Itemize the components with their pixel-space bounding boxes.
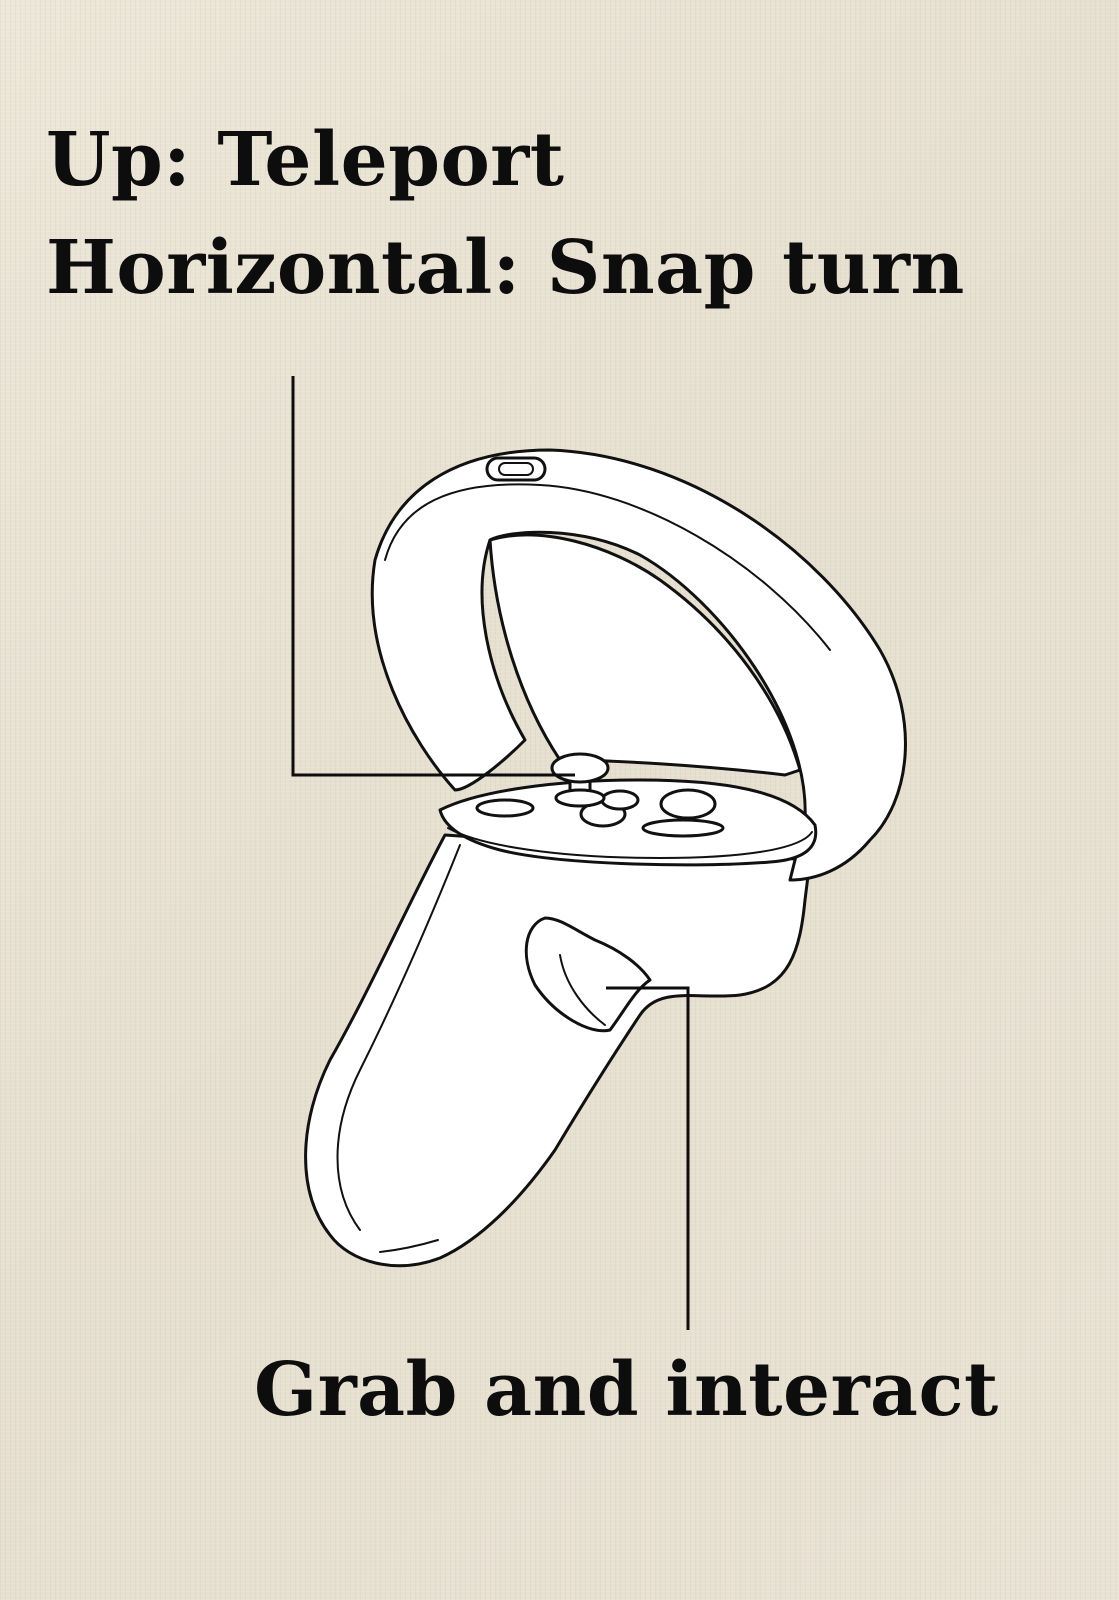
handle-inner-edge (336, 844, 461, 1231)
grip-trigger (524, 916, 652, 1033)
grip-callout-line (606, 986, 690, 1330)
thumbstick-cap (550, 752, 610, 784)
handle-bottom-seam (379, 1239, 439, 1253)
ring-inner-rim (384, 483, 831, 651)
controller-handle (304, 833, 812, 1268)
button-flat-right (641, 818, 725, 838)
face-plate-rim (447, 827, 813, 859)
button-mid (600, 789, 640, 811)
button-b (659, 788, 717, 820)
thumbstick-base (554, 788, 606, 808)
grip-label: Grab and interact (254, 1347, 999, 1433)
thumbstick-callout-line (291, 376, 575, 777)
thumbstick-label-horizontal: Horizontal: Snap turn (46, 225, 965, 311)
thumbstick-label-up: Up: Teleport (46, 117, 565, 203)
tracking-ring (370, 448, 907, 882)
ring-opening (488, 533, 802, 777)
button-small-left (475, 798, 535, 818)
grip-trigger-face (559, 954, 606, 1026)
menu-button-inner (498, 462, 534, 476)
vr-controller-icon (304, 448, 907, 1268)
